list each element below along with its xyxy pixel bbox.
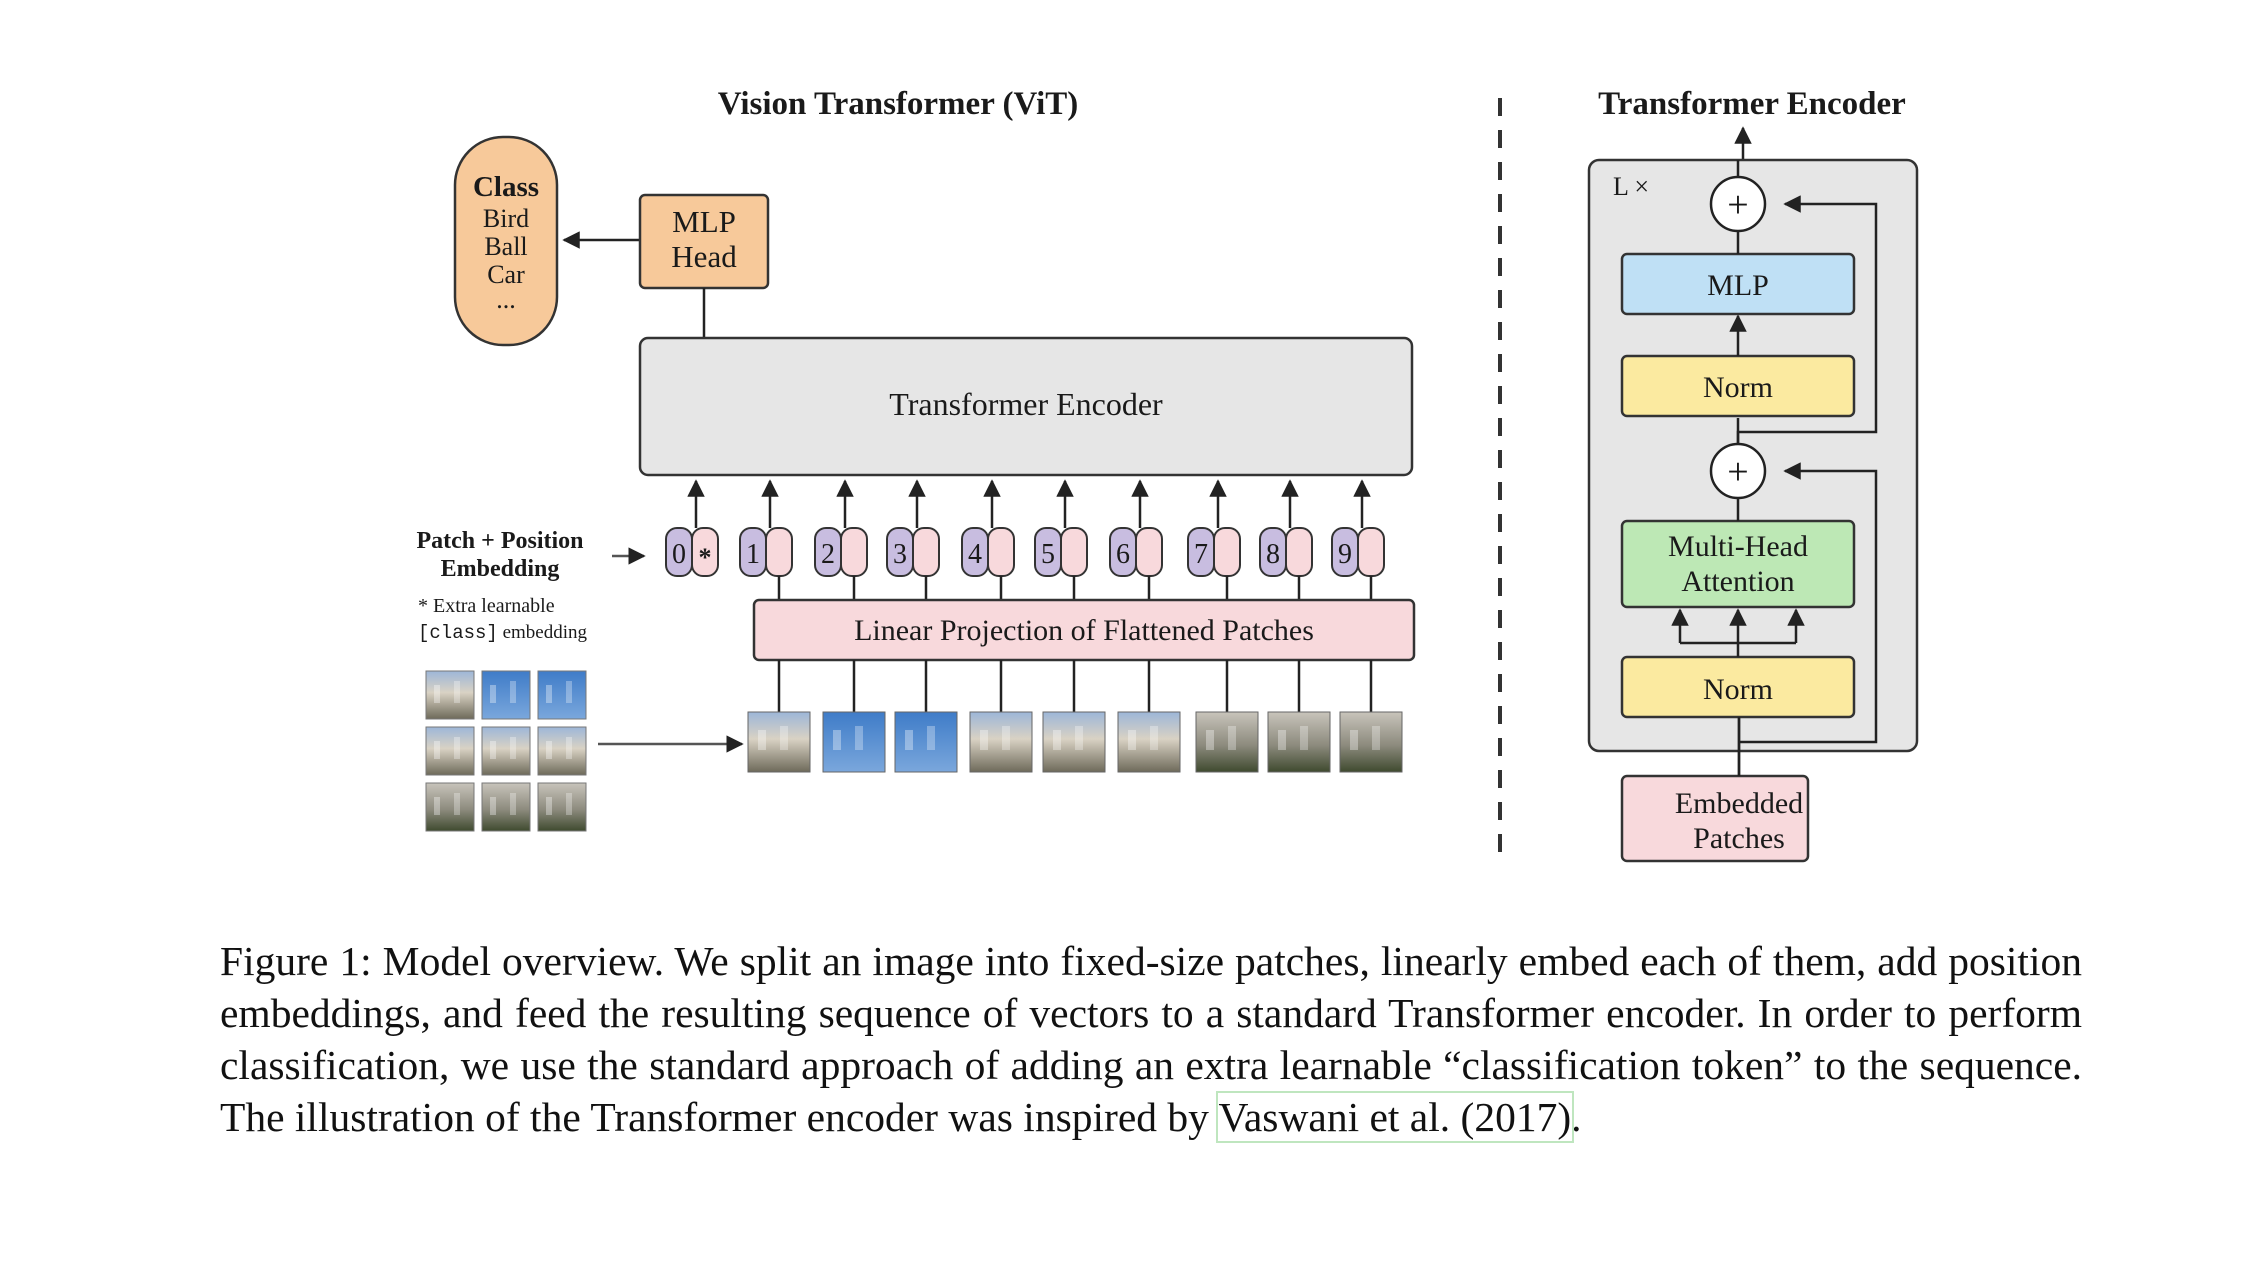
token-index: 5: [1041, 539, 1055, 570]
norm-bottom-label: Norm: [1703, 673, 1773, 706]
flattened-patch: [747, 711, 811, 773]
patch-position-label: Patch + Position: [416, 528, 583, 554]
extra-learnable-note: * Extra learnable: [418, 595, 555, 617]
image-patch: [481, 670, 531, 720]
token-index: 4: [968, 539, 982, 570]
class-token-mark: *: [699, 543, 712, 572]
plus-sign: +: [1727, 184, 1748, 226]
class-code: [class]: [418, 622, 498, 644]
class-heading: Class: [473, 171, 539, 203]
position-token: 9: [1331, 479, 1385, 600]
position-token: 8: [1259, 479, 1313, 600]
flattened-patch: [894, 711, 958, 773]
token-index: 6: [1116, 539, 1130, 570]
embedded-patches-label: Embedded: [1675, 787, 1803, 820]
encoder-detail-title: Transformer Encoder: [1598, 86, 1906, 122]
position-token: 7: [1187, 479, 1241, 600]
residual-path-1: [1739, 462, 1878, 744]
linear-projection-label: Linear Projection of Flattened Patches: [854, 614, 1314, 647]
plus-sign: +: [1727, 451, 1748, 493]
position-token: 5: [1034, 479, 1088, 600]
token-index: 2: [821, 539, 835, 570]
repeat-label: L ×: [1613, 172, 1649, 201]
flattened-patch: [1267, 711, 1331, 773]
flattened-patch: [1195, 711, 1259, 773]
norm-bottom-box: Norm: [1620, 655, 1856, 719]
citation-link[interactable]: Vaswani et al. (2017): [1215, 1091, 1575, 1143]
norm-top-box: Norm: [1620, 354, 1856, 418]
mlp-head-label: Head: [671, 239, 737, 274]
patch-embedding-cell: [1060, 527, 1088, 577]
patch-embedding-cell: [765, 527, 793, 577]
position-token: 1: [739, 479, 793, 600]
patch-embedding-cell: [1285, 527, 1313, 577]
add-node-1: +: [1709, 442, 1767, 500]
patch-embedding-cell: [1213, 527, 1241, 577]
mlp-head-label: MLP: [672, 204, 736, 239]
norm-top-label: Norm: [1703, 371, 1773, 404]
extra-learnable-note: [class] embedding: [418, 622, 588, 644]
patch-embedding-cell: [1135, 527, 1163, 577]
position-token: 4: [961, 479, 1015, 600]
flattened-patch: [1339, 711, 1403, 773]
linear-projection-box: Linear Projection of Flattened Patches: [752, 598, 1416, 662]
class-output-box: Class Bird Ball Car ...: [453, 135, 559, 347]
token-index: 9: [1338, 539, 1352, 570]
add-node-2: +: [1709, 175, 1767, 233]
image-patch: [425, 670, 475, 720]
mlp-label: MLP: [1707, 269, 1769, 302]
patch-embedding-cell: [840, 527, 868, 577]
token-index: 8: [1266, 539, 1280, 570]
mlp-box: MLP: [1620, 252, 1856, 316]
mlp-head-box: MLP Head: [638, 193, 770, 290]
caption-end: .: [1571, 1094, 1582, 1140]
image-patch: [425, 726, 475, 776]
input-image-grid: [425, 670, 587, 832]
figure-caption: Figure 1: Model overview. We split an im…: [220, 935, 2082, 1143]
embedding-word: embedding: [498, 622, 588, 643]
transformer-encoder-box: Transformer Encoder: [638, 336, 1414, 477]
image-patch: [537, 726, 587, 776]
patch-position-label: Embedding: [441, 556, 560, 582]
flattened-patch: [822, 711, 886, 773]
position-token: 2: [814, 479, 868, 600]
image-patch: [425, 782, 475, 832]
position-token: 6: [1109, 479, 1163, 600]
image-patch: [481, 726, 531, 776]
image-patch: [537, 782, 587, 832]
class-item: Car: [487, 260, 525, 289]
position-token: 3: [886, 479, 940, 600]
image-patch: [537, 670, 587, 720]
attention-label: Multi-Head: [1668, 530, 1808, 563]
token-index: 3: [893, 539, 907, 570]
token-index: 7: [1194, 539, 1208, 570]
attention-label: Attention: [1681, 565, 1794, 598]
flattened-patch: [969, 711, 1033, 773]
class-item: ...: [496, 285, 516, 314]
flattened-patch: [1042, 711, 1106, 773]
vit-title: Vision Transformer (ViT): [718, 86, 1079, 122]
multi-head-attention-box: Multi-Head Attention: [1620, 519, 1856, 609]
transformer-encoder-label: Transformer Encoder: [889, 386, 1163, 422]
patch-embedding-cell: [1357, 527, 1385, 577]
embedded-patches-label: Patches: [1693, 822, 1785, 855]
token-index: 0: [672, 539, 686, 570]
flattened-patch-row: [747, 660, 1403, 773]
patch-embedding-cell: [912, 527, 940, 577]
class-item: Bird: [483, 204, 529, 233]
embedded-patches-box: Embedded Patches: [1620, 774, 1810, 863]
class-item: Ball: [484, 232, 527, 261]
caption-text: Figure 1: Model overview. We split an im…: [220, 938, 2082, 1140]
token-index: 1: [746, 539, 760, 570]
flattened-patch: [1117, 711, 1181, 773]
position-token: 0*: [665, 479, 719, 577]
patch-embedding-cell: [691, 527, 719, 577]
image-patch: [481, 782, 531, 832]
patch-embedding-cell: [987, 527, 1015, 577]
vit-figure: Vision Transformer (ViT) Class Bird Ball…: [416, 86, 1919, 863]
